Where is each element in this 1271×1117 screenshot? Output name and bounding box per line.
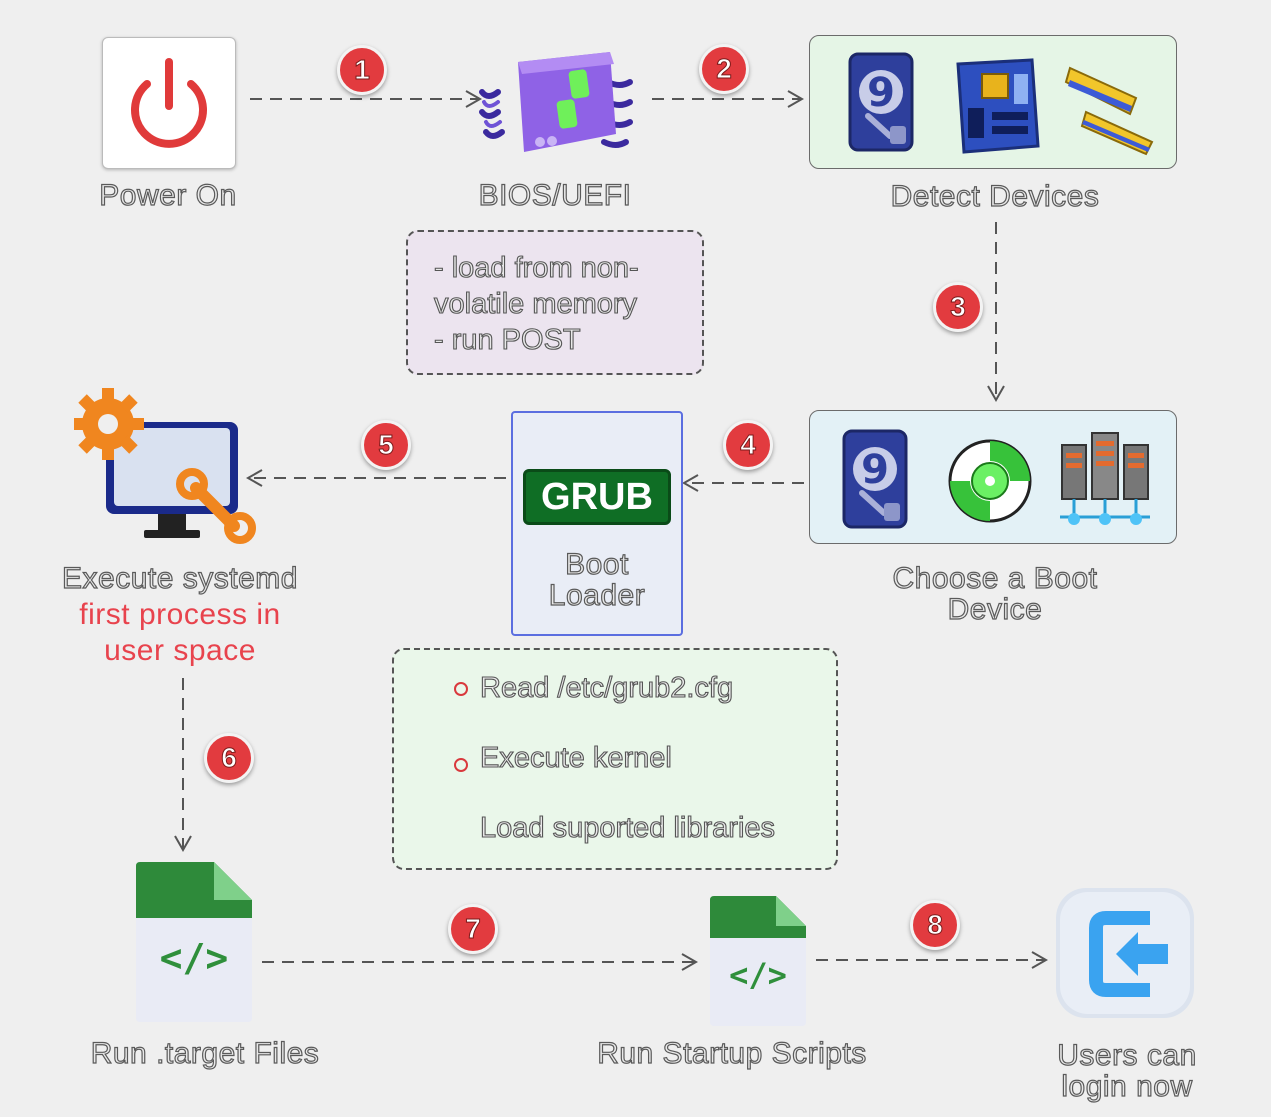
bios-note: - load from non- volatile memory - run P…	[406, 230, 704, 375]
power-icon	[131, 58, 207, 148]
run-target-label: Run .target Files	[90, 1037, 320, 1070]
bios-note-line: - load from non-	[433, 251, 639, 284]
bios-note-line: volatile memory	[433, 287, 638, 320]
disc-icon	[948, 439, 1032, 523]
step-badge: 4	[723, 420, 773, 470]
boot-loader-line: Loader	[548, 579, 646, 612]
boot-loader-line: Boot	[565, 548, 629, 581]
systemd-line: Execute systemd	[61, 562, 298, 595]
grub-note-line: Load suported libraries	[479, 811, 776, 844]
step-badge: 7	[448, 904, 498, 954]
grub-note-line: Execute kernel	[479, 741, 672, 774]
systemd-label: Execute systemd first process in user sp…	[40, 562, 320, 667]
hard-drive-icon: 9	[842, 429, 908, 529]
motherboard-icon	[956, 58, 1040, 154]
run-startup-label: Run Startup Scripts	[597, 1037, 867, 1070]
power-on-label: Power On	[99, 179, 237, 212]
step-badge: 8	[910, 900, 960, 950]
step-badge: 6	[204, 733, 254, 783]
step-badge: 3	[933, 282, 983, 332]
grub-note-line: Read /etc/grub2.cfg	[479, 671, 734, 704]
power-on-card	[102, 37, 236, 169]
boot-loader-label: Boot Loader	[513, 548, 681, 612]
step-badge: 1	[337, 45, 387, 95]
bullet-icon	[454, 758, 468, 772]
choose-label-line: Choose a Boot	[892, 562, 1098, 595]
boot-loader-card: GRUB Boot Loader	[511, 411, 683, 636]
choose-boot-device-card: 9	[809, 410, 1177, 544]
server-network-icon	[1060, 432, 1150, 525]
users-login-line: login now	[1061, 1070, 1193, 1103]
file-code-icon	[710, 896, 806, 1026]
hard-drive-icon: 9	[848, 52, 914, 152]
choose-boot-device-label: Choose a Boot Device	[860, 562, 1130, 626]
bullet-icon	[454, 682, 468, 696]
svg-text:9: 9	[861, 447, 889, 493]
users-login-line: Users can	[1057, 1039, 1197, 1072]
bios-note-line: - run POST	[433, 323, 581, 356]
bios-label: BIOS/UEFI	[478, 179, 632, 212]
code-glyph: </>	[159, 936, 229, 980]
choose-label-line: Device	[947, 593, 1043, 626]
grub-logo: GRUB	[523, 469, 671, 525]
step-badge: 2	[699, 44, 749, 94]
ram-icon	[1064, 66, 1154, 156]
systemd-highlight-line: first process in	[79, 598, 281, 631]
detect-devices-label: Detect Devices	[890, 180, 1100, 213]
login-icon	[1056, 888, 1194, 1018]
svg-text:9: 9	[867, 70, 895, 116]
step-badge: 5	[361, 420, 411, 470]
chip-icon	[479, 52, 633, 152]
users-login-label: Users can login now	[1020, 1039, 1234, 1103]
file-code-icon	[136, 862, 252, 1022]
systemd-highlight-line: user space	[104, 634, 256, 667]
monitor-gear-icon	[74, 388, 256, 544]
detect-devices-card: 9	[809, 35, 1177, 169]
code-glyph: </>	[729, 956, 787, 994]
grub-note: Read /etc/grub2.cfg Execute kernel Load …	[392, 648, 838, 870]
